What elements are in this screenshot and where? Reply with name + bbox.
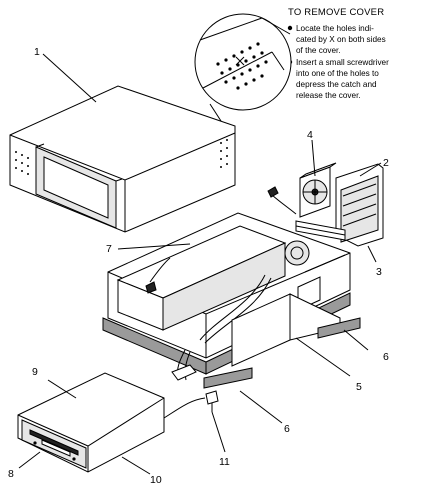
cover-vent-holes-right xyxy=(220,139,228,168)
callout-11: 11 xyxy=(219,456,230,468)
bullet-2-line-3: depress the catch and xyxy=(296,80,377,89)
callout-1: 1 xyxy=(34,46,40,58)
callout-numbers: 1 2 3 4 5 6 6 7 8 9 10 11 xyxy=(8,46,389,486)
callout-4: 4 xyxy=(307,129,313,141)
vent-holes-grid xyxy=(216,42,268,90)
hole-detail-magnifier xyxy=(194,13,292,139)
callout-2: 2 xyxy=(383,157,389,169)
callout-5: 5 xyxy=(356,381,362,393)
system-cover xyxy=(9,85,236,233)
callout-6-bottom: 6 xyxy=(284,423,290,435)
instructions-title: TO REMOVE COVER xyxy=(288,7,384,18)
x-mark-icon xyxy=(235,56,245,66)
cover-removal-instructions: TO REMOVE COVER Locate the holes indi- c… xyxy=(287,7,389,100)
callout-3: 3 xyxy=(376,266,382,278)
callout-10: 10 xyxy=(150,474,162,486)
bullet-dot-icon xyxy=(287,25,293,31)
fan-bracket-assembly xyxy=(267,162,384,247)
system-chassis xyxy=(102,212,361,389)
callout-7: 7 xyxy=(106,243,112,255)
callout-6-right: 6 xyxy=(383,351,389,363)
callout-9: 9 xyxy=(32,366,38,378)
bullet-2-line-1: Insert a small screwdriver xyxy=(296,58,389,67)
drive-unit xyxy=(17,372,219,473)
callout-8: 8 xyxy=(8,468,14,480)
bullet-1-line-1: Locate the holes indi- xyxy=(296,24,374,33)
cover-vent-holes-left xyxy=(15,151,29,175)
bullet-2-line-2: into one of the holes to xyxy=(296,69,379,78)
leader-lines xyxy=(18,53,382,475)
bullet-1-line-3: of the cover. xyxy=(296,46,341,55)
bullet-2-line-4: release the cover. xyxy=(296,91,361,100)
bullet-1-line-2: cated by X on both sides xyxy=(296,35,386,44)
